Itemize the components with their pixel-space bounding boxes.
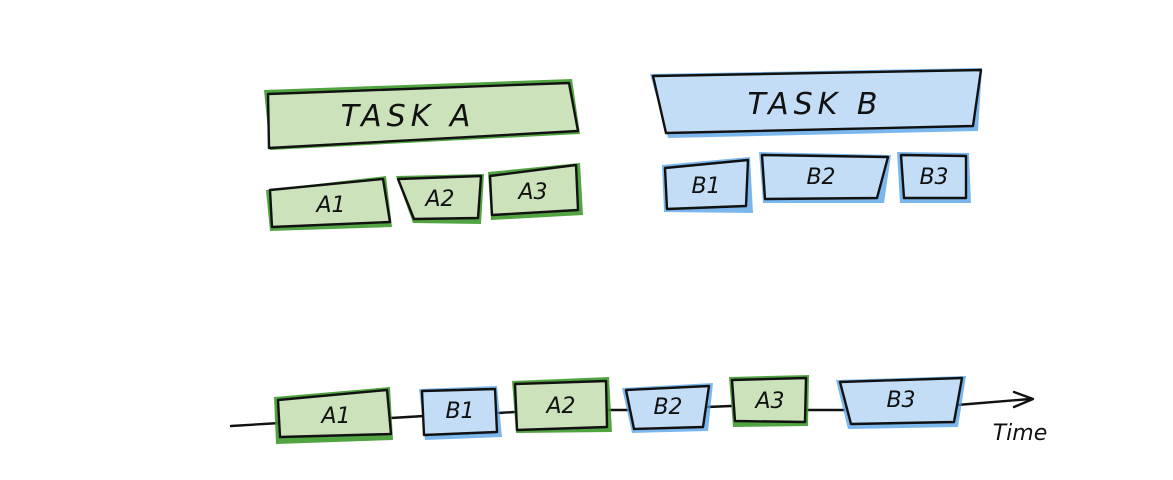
task-b-group: TASK B B1 B2 B3 [650, 68, 983, 213]
timeline-slot-label: B1 [445, 399, 474, 424]
timeline-slot-a2: A2 [512, 377, 612, 433]
task-a-subtask-a1: A1 [266, 176, 392, 231]
task-a-subtask-a2: A2 [396, 174, 484, 224]
timeline-slot-b1: B1 [419, 386, 502, 440]
task-b-title: TASK B [748, 87, 883, 122]
timeline-slot-label: B3 [886, 388, 915, 413]
timeline-slot-label: A1 [319, 404, 350, 429]
timeline-arrowhead-icon [1012, 390, 1035, 409]
task-b-box: TASK B [650, 68, 983, 138]
task-b-subtask-b1: B1 [662, 157, 753, 213]
task-b-subtask-b3: B3 [897, 152, 971, 203]
task-a-box: TASK A [264, 79, 580, 150]
timeline-slot-a1: A1 [274, 387, 393, 444]
task-b-subtask-b2: B2 [759, 152, 891, 203]
task-a-title: TASK A [341, 99, 476, 134]
subtask-label: A3 [516, 180, 547, 205]
subtask-label: A1 [314, 193, 345, 218]
subtask-label: B1 [691, 174, 720, 199]
task-a-subtask-a3: A3 [488, 163, 583, 220]
task-a-group: TASK A A1 A2 A3 [264, 79, 583, 231]
timeline-slot-a3: A3 [729, 375, 809, 427]
timeline: Time A1 B1 A2 B2 [229, 375, 1048, 446]
timeline-slot-label: A3 [753, 389, 784, 414]
timeline-slot-b3: B3 [836, 376, 966, 429]
timeline-slot-label: B2 [653, 395, 682, 420]
subtask-label: B3 [919, 165, 948, 190]
timeline-slot-b2: B2 [622, 383, 713, 433]
timeline-axis [229, 397, 1032, 428]
timeline-slot-label: A2 [544, 394, 575, 419]
subtask-label: A2 [423, 187, 454, 212]
subtask-label: B2 [806, 165, 835, 190]
timeline-time-label: Time [993, 421, 1048, 446]
